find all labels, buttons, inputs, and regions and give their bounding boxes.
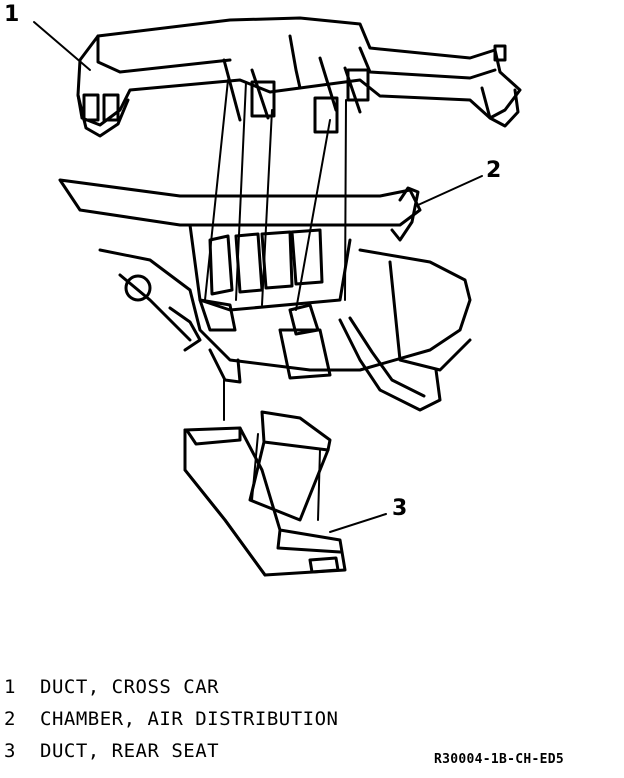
legend-number: 2	[4, 708, 16, 730]
legend-item: 1 DUCT, CROSS CAR	[4, 676, 219, 702]
legend-item: 2 CHAMBER, AIR DISTRIBUTION	[4, 708, 338, 734]
callout-3: 3	[392, 496, 408, 521]
cross-car-duct	[76, 16, 522, 138]
air-distribution-chamber	[58, 178, 472, 412]
callout-leader-2	[417, 175, 483, 206]
hvac-duct-illustration	[33, 16, 522, 577]
callout-leader-3	[329, 513, 387, 533]
figure-reference-code: R30004-1B-CH-ED5	[434, 752, 565, 767]
legend-text: DUCT, REAR SEAT	[40, 740, 220, 762]
legend-item: 3 DUCT, REAR SEAT	[4, 740, 219, 766]
callout-2: 2	[486, 158, 502, 183]
callout-leaders	[33, 21, 483, 533]
callout-leader-1	[33, 21, 91, 71]
legend-number: 3	[4, 740, 16, 762]
legend-text: DUCT, CROSS CAR	[40, 676, 220, 698]
legend-number: 1	[4, 676, 16, 698]
legend-text: CHAMBER, AIR DISTRIBUTION	[40, 708, 339, 730]
rear-seat-duct	[183, 410, 347, 577]
callout-1: 1	[4, 2, 20, 27]
